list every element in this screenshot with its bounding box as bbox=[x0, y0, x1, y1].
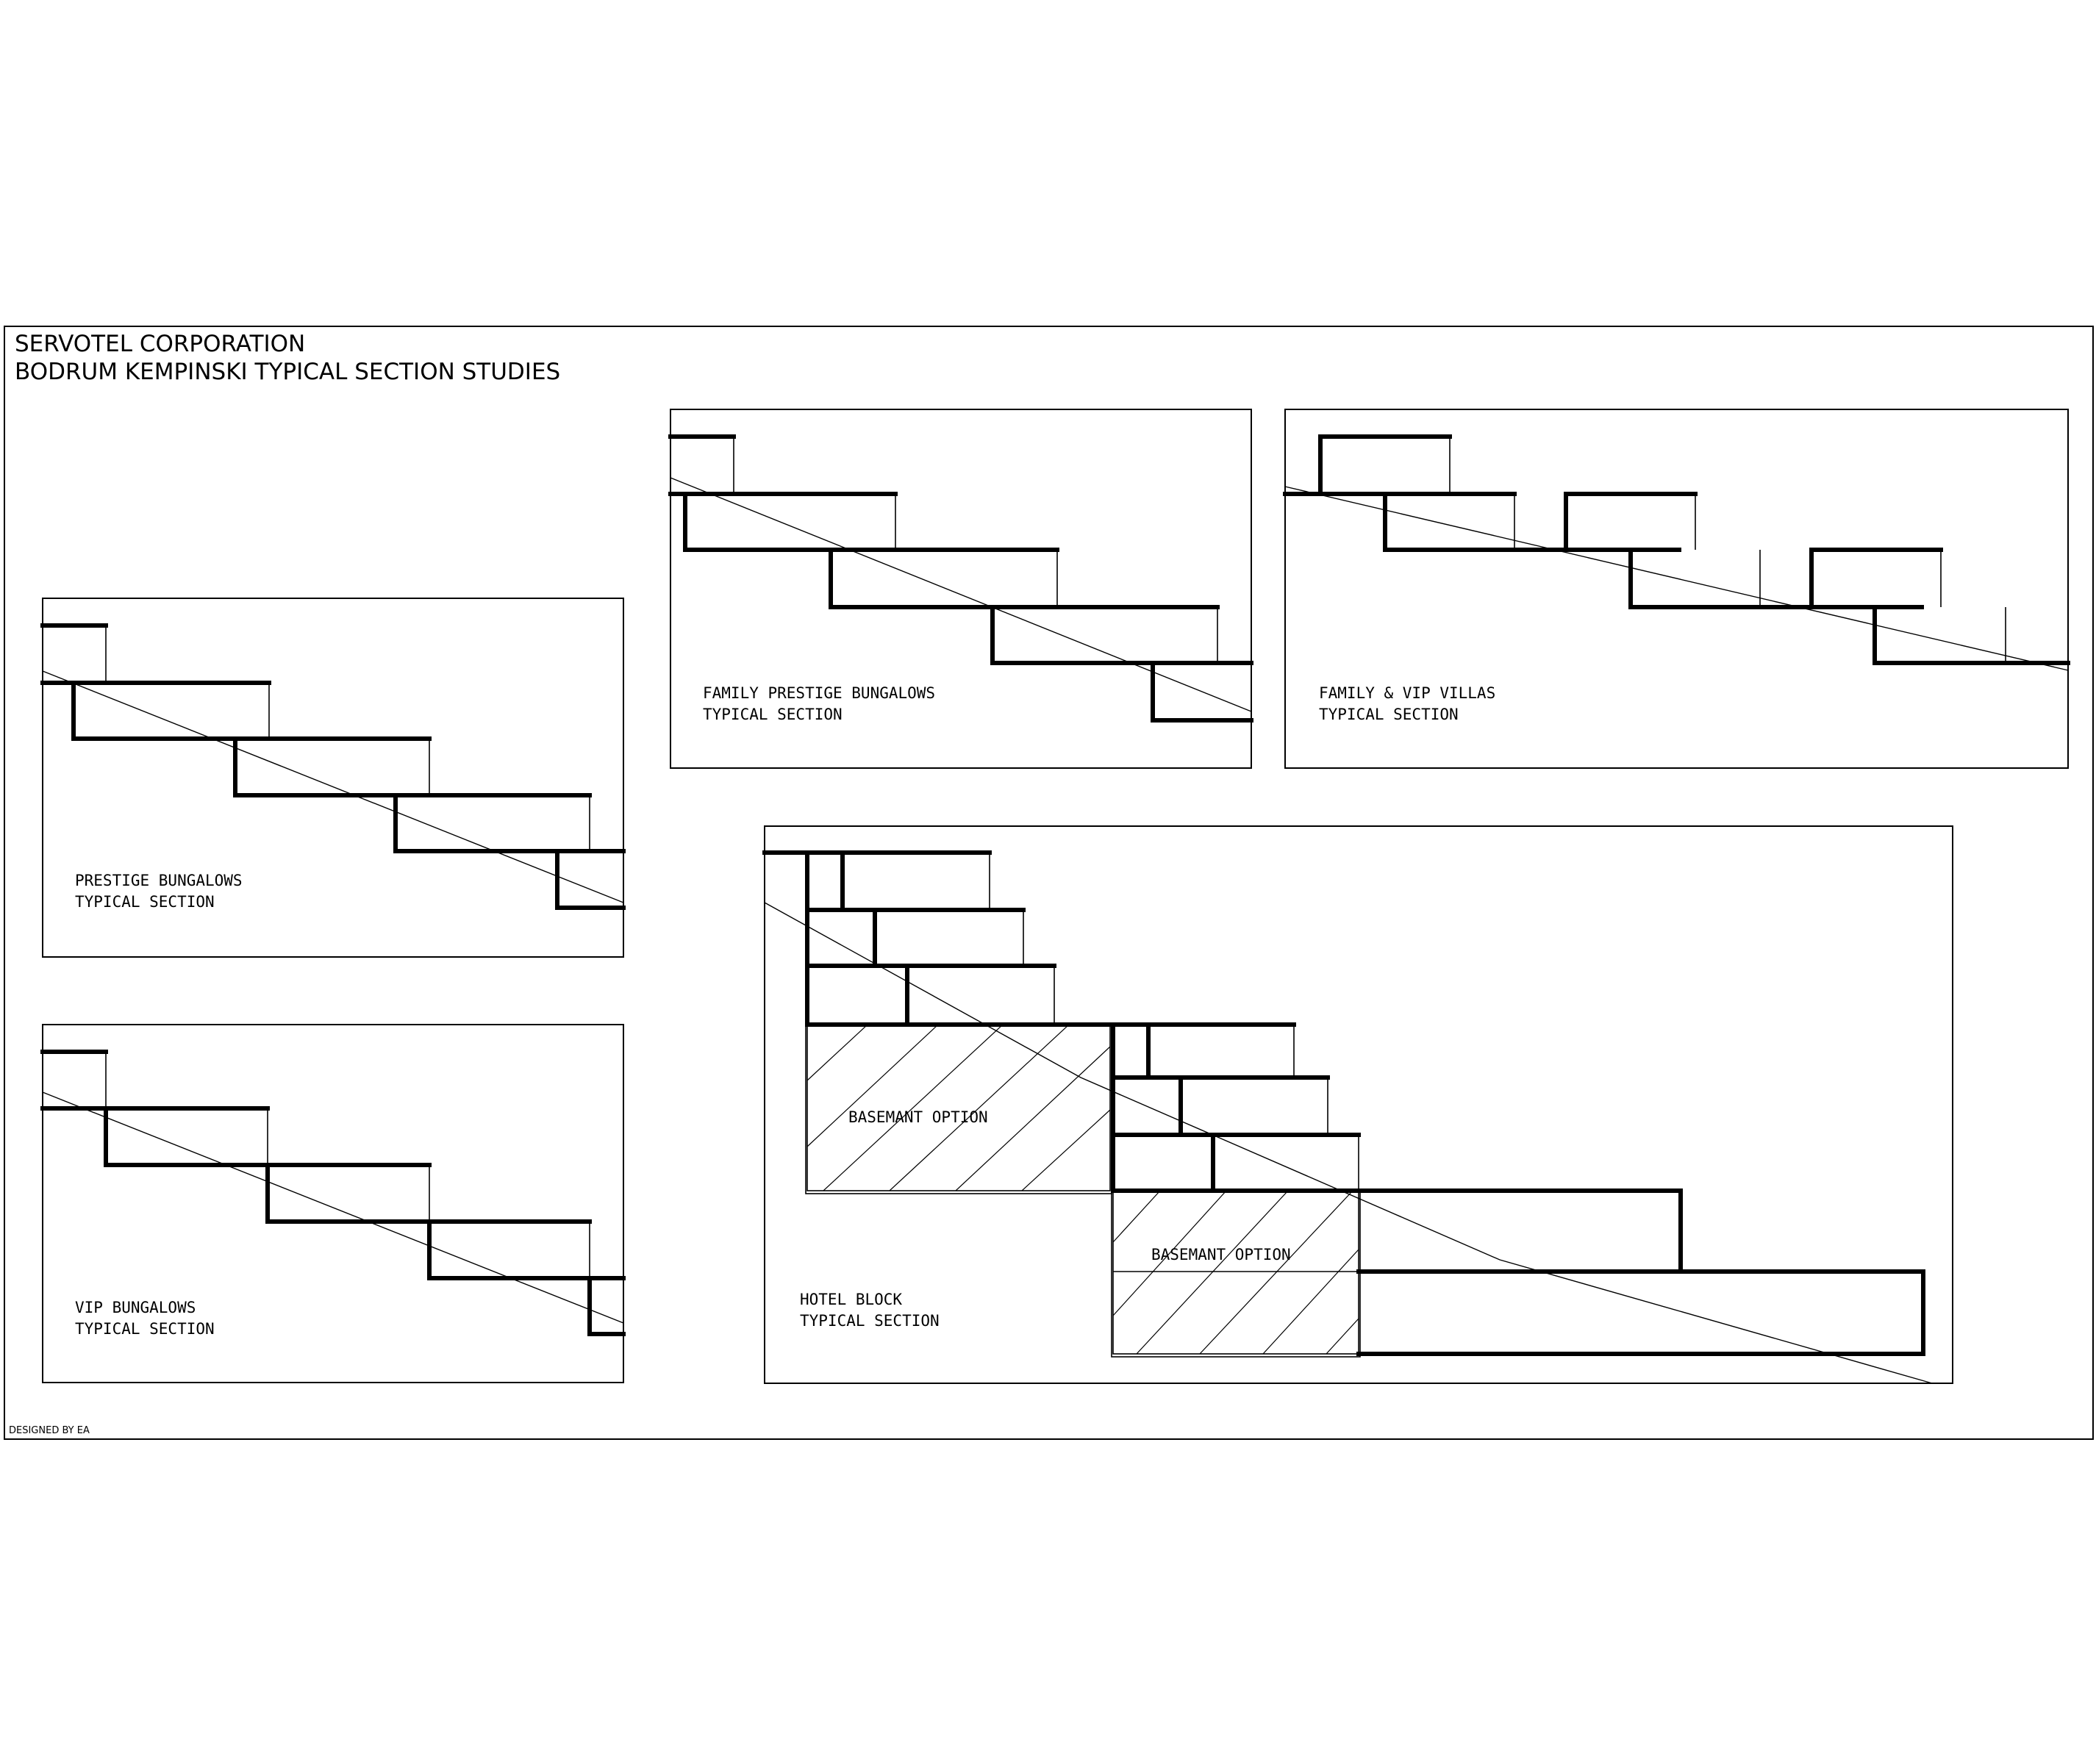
terrace-steps bbox=[762, 850, 1925, 1356]
panel-vip-bungalows: VIP BUNGALOWS TYPICAL SECTION bbox=[40, 1024, 626, 1383]
panel-subtitle: TYPICAL SECTION bbox=[1319, 706, 1459, 723]
designer-credit: DESIGNED BY EA bbox=[9, 1425, 90, 1436]
panel-frame bbox=[1284, 409, 2069, 769]
panel-title: FAMILY & VIP VILLAS bbox=[1319, 684, 1495, 702]
panel-subtitle: TYPICAL SECTION bbox=[703, 706, 843, 723]
terrace-steps bbox=[40, 1050, 626, 1336]
panel-title: HOTEL BLOCK bbox=[800, 1291, 902, 1308]
panel-frame bbox=[670, 409, 1252, 769]
panel-prestige-bungalows: PRESTIGE BUNGALOWS TYPICAL SECTION bbox=[40, 598, 626, 958]
panel-family-prestige-bungalows: FAMILY PRESTIGE BUNGALOWS TYPICAL SECTIO… bbox=[668, 409, 1253, 769]
panel-title: VIP BUNGALOWS bbox=[75, 1299, 196, 1316]
panel-frame bbox=[42, 1024, 624, 1383]
basement-lower-label: BASEMANT OPTION bbox=[1151, 1246, 1291, 1263]
grade-line bbox=[764, 902, 1933, 1384]
panel-title: FAMILY PRESTIGE BUNGALOWS bbox=[703, 684, 935, 702]
panel-frame bbox=[764, 825, 1953, 1384]
basement-upper-label: BASEMANT OPTION bbox=[848, 1108, 988, 1126]
basement-lower-hatch bbox=[1111, 1190, 1361, 1358]
panel-title: PRESTIGE BUNGALOWS bbox=[75, 872, 243, 889]
panel-frame bbox=[42, 598, 624, 958]
grade-line bbox=[1284, 486, 2069, 671]
grade-line bbox=[42, 670, 624, 903]
title-line-2: BODRUM KEMPINSKI TYPICAL SECTION STUDIES bbox=[15, 359, 560, 385]
grade-line bbox=[42, 1091, 624, 1324]
sheet-border bbox=[4, 326, 2094, 1440]
panel-subtitle: TYPICAL SECTION bbox=[800, 1312, 940, 1330]
terrace-steps bbox=[1283, 434, 2070, 665]
title-line-1: SERVOTEL CORPORATION bbox=[15, 331, 305, 357]
grade-line bbox=[670, 477, 1252, 712]
panel-subtitle: TYPICAL SECTION bbox=[75, 1320, 215, 1338]
panel-subtitle: TYPICAL SECTION bbox=[75, 893, 215, 911]
panel-hotel-block: BASEMANT OPTION BASEMANT OPTION HOTEL BL… bbox=[762, 825, 1953, 1384]
terrace-steps bbox=[668, 434, 1253, 723]
panel-family-vip-villas: FAMILY & VIP VILLAS TYPICAL SECTION bbox=[1283, 409, 2070, 769]
terrace-steps bbox=[40, 623, 626, 910]
